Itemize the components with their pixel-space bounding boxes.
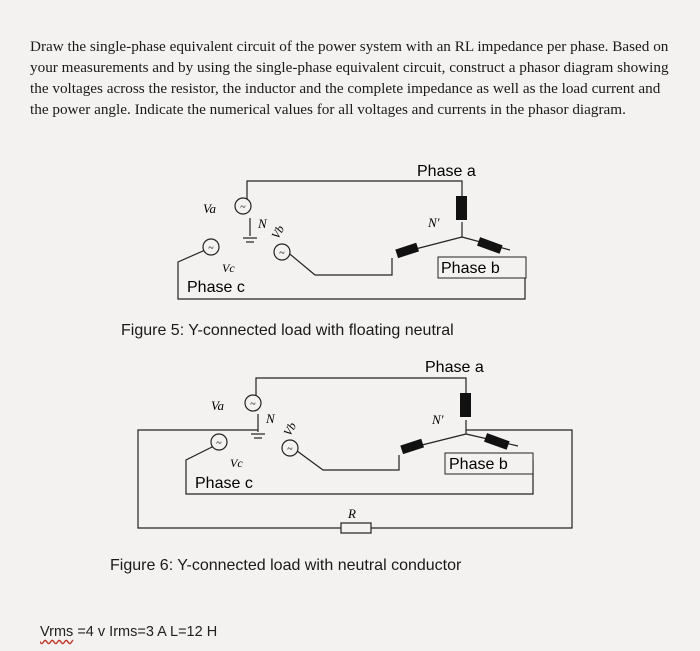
svg-text:~: ~ <box>240 202 246 213</box>
figure-5-load-c <box>395 242 420 259</box>
figure-6-phase-a-label: Phase a <box>425 359 484 376</box>
figure-5-phase-b-label: Phase b <box>441 260 500 277</box>
given-values-rest: =4 v Irms=3 A L=12 H <box>73 624 218 640</box>
figure-6-r-label: R <box>347 506 356 521</box>
figure-6-vb-label: Vb <box>280 420 299 439</box>
figure-5-phase-b-box <box>437 256 527 279</box>
figure-6-resistor <box>340 522 372 534</box>
svg-text:~: ~ <box>216 438 222 449</box>
figure-5-load-b <box>477 237 503 254</box>
figure-5-n-label: N <box>257 216 268 231</box>
figure-6-vc-label: Vc <box>230 456 243 470</box>
figure-5-vb-label: Vb <box>268 223 287 242</box>
figure-6-load-a <box>460 393 471 417</box>
figure-5-source-b: ~ <box>273 243 291 261</box>
figure-5-load-a <box>456 196 467 220</box>
svg-text:~: ~ <box>279 248 285 259</box>
figure-6-phase-b-box <box>444 452 534 475</box>
figure-6-phase-c-label: Phase c <box>195 475 253 492</box>
figure-6-source-a: ~ <box>244 394 262 412</box>
figure-6-load-b <box>484 433 510 450</box>
given-vrms-label: Vrms <box>40 624 74 640</box>
figure-5-phase-a-label: Phase a <box>417 163 476 180</box>
svg-text:~: ~ <box>208 243 214 254</box>
figure-6-source-b: ~ <box>281 439 299 457</box>
figure-6-phase-b-label: Phase b <box>449 456 508 473</box>
figure-6-caption: Figure 6: Y-connected load with neutral … <box>110 557 462 574</box>
svg-text:~: ~ <box>250 399 256 410</box>
figure-6-neutral <box>251 414 265 439</box>
figure-5-va-label: Va <box>203 201 217 216</box>
figure-5-phase-c-label: Phase c <box>187 279 245 296</box>
figure-5-source-c: ~ <box>202 238 220 256</box>
figure-6-n-prime-label: N′ <box>431 412 444 427</box>
figure-6-va-label: Va <box>211 398 225 413</box>
figure-6-source-c: ~ <box>210 433 228 451</box>
figure-5-vc-label: Vc <box>222 261 235 275</box>
svg-text:~: ~ <box>287 444 293 455</box>
problem-statement: Draw the single-phase equivalent circuit… <box>30 38 669 118</box>
figure-6-n-label: N <box>265 411 276 426</box>
figure-5-neutral <box>243 218 257 243</box>
figure-6-load-c <box>400 438 425 455</box>
figure-5-n-prime-label: N′ <box>427 215 440 230</box>
given-values: Vrms =4 v Irms=3 A L=12 H <box>40 624 217 640</box>
figure-5-source-a: ~ <box>234 197 252 215</box>
figure-5-caption: Figure 5: Y-connected load with floating… <box>121 322 454 339</box>
figure-5-circuit <box>177 180 526 300</box>
